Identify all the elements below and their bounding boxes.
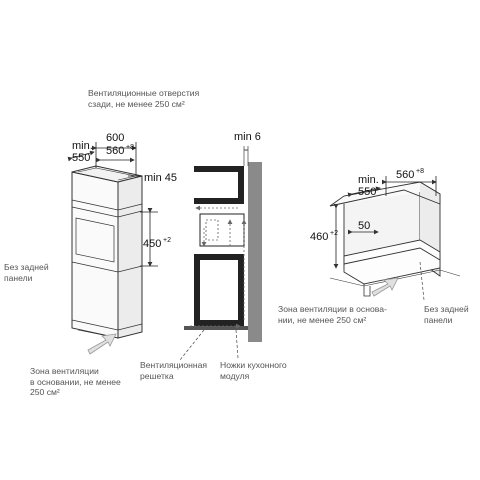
dim-560-tolerance: +8 [126, 144, 134, 151]
vent-grille-line1: Вентиляционная [140, 360, 208, 370]
vent-base-line2: в основании, не менее [30, 376, 121, 387]
no-back-panel-line1: Без задней [4, 262, 49, 272]
middle-section-drawing [179, 146, 262, 361]
right-dim-550: 550 [358, 186, 376, 198]
no-back-panel-note: Без задней панели [4, 262, 49, 283]
left-vent-arrows [87, 333, 117, 355]
no-back-panel-right-line2: панели [424, 314, 453, 325]
right-niche-drawing [329, 181, 461, 297]
no-back-panel-line2: панели [4, 272, 33, 283]
vent-back-note: Вентиляционные отверстия сзади, не менее… [88, 88, 199, 109]
right-dimension-lines [333, 176, 437, 269]
dim-550: 550 [72, 152, 90, 164]
vent-base-right-line2: нии, не менее 250 см² [278, 314, 367, 325]
base-vent-arrow [87, 333, 117, 355]
dim-450-tolerance: +2 [163, 237, 171, 244]
vent-grille-line2: решетка [140, 370, 174, 381]
right-vent-arrows [371, 261, 425, 301]
kitchen-legs-line1: Ножки кухонного [220, 360, 287, 370]
dim-min45: min 45 [144, 172, 177, 184]
appliance-body [199, 213, 245, 247]
left-cabinet-drawing [71, 165, 143, 339]
no-back-panel-right-line1: Без задней [424, 304, 469, 314]
vent-base-note: Зона вентиляции в основании, не менее 25… [30, 366, 121, 398]
vent-grille-note: Вентиляционная решетка [140, 360, 207, 381]
right-dim-50: 50 [358, 220, 370, 232]
vent-base-right-line1: Зона вентиляции в основа- [278, 304, 387, 314]
left-dimension-lines [67, 142, 158, 267]
dim-450: 450 [143, 238, 161, 250]
wall [248, 162, 262, 342]
vent-base-right-note: Зона вентиляции в основа- нии, не менее … [278, 304, 387, 325]
dim-min6: min 6 [234, 131, 261, 143]
vent-base-line3: 250 см² [30, 387, 60, 397]
right-dim-560-tolerance: +8 [416, 168, 424, 175]
right-dim-min-label: min. [358, 174, 379, 186]
dim-min-label: min. [72, 140, 93, 152]
vent-back-line2: сзади, не менее 250 см² [88, 98, 185, 109]
right-dim-460: 460 [310, 231, 328, 243]
no-back-panel-right-note: Без задней панели [424, 304, 469, 325]
dim-560: 560 [106, 145, 124, 157]
kitchen-legs-note: Ножки кухонного модуля [220, 360, 287, 381]
vent-back-line1: Вентиляционные отверстия [88, 88, 200, 98]
kitchen-legs-line2: модуля [220, 370, 250, 381]
right-dim-560: 560 [396, 169, 414, 181]
right-dim-460-tolerance: +2 [330, 230, 338, 237]
dim-600: 600 [106, 132, 124, 144]
vent-base-line1: Зона вентиляции [30, 366, 99, 376]
right-base-vent-arrow [371, 277, 399, 297]
